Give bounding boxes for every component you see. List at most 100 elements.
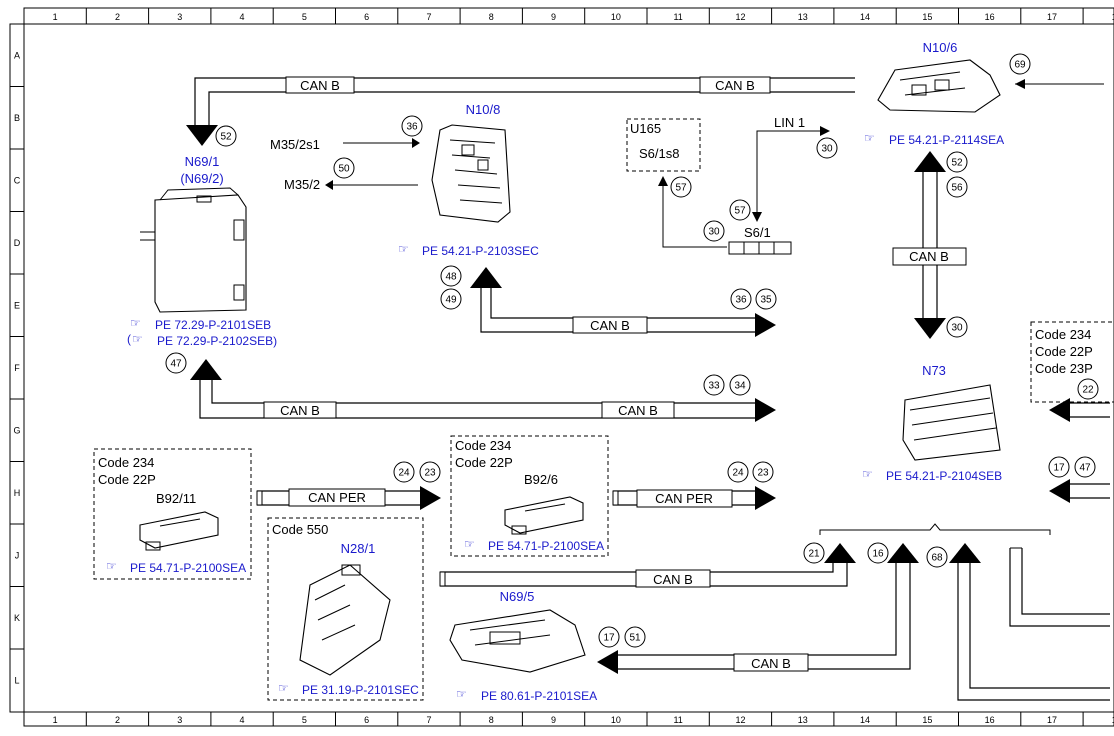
grid-row-label: B <box>14 113 20 123</box>
connection-number: 47 <box>170 359 182 370</box>
connection-number: 57 <box>675 183 687 194</box>
connection-circle <box>729 199 751 221</box>
arrow-up-icon <box>887 543 919 563</box>
connection-number: 36 <box>735 295 747 306</box>
connection-circle <box>730 288 752 310</box>
grid-column-label: 3 <box>177 715 182 725</box>
bus-label: CAN B <box>300 78 340 93</box>
code-label: Code 22P <box>98 472 156 487</box>
can-b-top-bus: CAN B CAN B <box>186 76 855 146</box>
component-n73: N73 ☞ PE 54.21-P-2104SEB <box>862 363 1002 483</box>
connection-number: 36 <box>406 122 418 133</box>
signal-label: M35/2 <box>284 177 320 192</box>
reference-link[interactable]: PE 54.21-P-2114SEA <box>889 133 1004 147</box>
connection-circle <box>1077 378 1099 400</box>
hand-pointer-icon: ☞ <box>464 537 475 551</box>
code-label: Code 234 <box>1035 327 1091 342</box>
bus-label: CAN B <box>280 403 320 418</box>
component-id: U165 <box>630 121 661 136</box>
component-b92-6: Code 234 Code 22P B92/6 ☞ PE 54.71-P-210… <box>450 435 609 557</box>
connection-circle <box>816 137 838 159</box>
grid-column-label: 12 <box>735 12 745 22</box>
connection-circle <box>1048 456 1070 478</box>
hand-pointer-icon: ☞ <box>864 131 875 145</box>
hand-pointer-icon: ☞ <box>106 559 117 573</box>
connection-number: 52 <box>951 158 963 169</box>
grid-column-label: 5 <box>302 12 307 22</box>
hand-pointer-icon: ☞ <box>862 467 873 481</box>
hand-pointer-icon: ☞ <box>130 316 141 330</box>
component-sub: S6/1s8 <box>639 146 679 161</box>
reference-link[interactable]: PE 54.71-P-2100SEA <box>130 561 246 575</box>
connection-number: 50 <box>338 164 350 175</box>
reference-link[interactable]: PE 80.61-P-2101SEA <box>481 689 597 703</box>
connection-circle <box>803 542 825 564</box>
component-n69-5: N69/5 ☞ PE 80.61-P-2101SEA <box>449 589 597 703</box>
grid-row-label: D <box>14 238 21 248</box>
component-n10-8: N10/8 ☞ PE 54.21-P-2103SEC <box>398 102 539 258</box>
connection-circle <box>401 115 423 137</box>
component-n69-1: N69/1 (N69/2) ☞ PE 72.29-P-2101SEB ( ☞ P… <box>127 154 277 348</box>
component-b92-11: Code 234 Code 22P B92/11 ☞ PE 54.71-P-21… <box>93 448 252 580</box>
grid-column-label: 17 <box>1047 715 1057 725</box>
connection-number: 49 <box>445 295 457 306</box>
component-id: N69/5 <box>500 589 535 604</box>
can-b-n69-5-bus: CAN B <box>597 543 919 674</box>
grid-column-label: 8 <box>489 12 494 22</box>
arrow-right-icon <box>755 313 776 337</box>
connection-circle <box>598 626 620 648</box>
grid-column-label: 9 <box>551 12 556 22</box>
arrow-right-icon <box>755 486 776 510</box>
grid-column-label: 3 <box>177 12 182 22</box>
connection-number: 34 <box>734 381 746 392</box>
arrow-left-icon <box>597 650 618 674</box>
arrow-down-icon <box>752 212 762 222</box>
connection-number: 22 <box>1082 385 1094 396</box>
grid-column-label: 14 <box>860 715 870 725</box>
grid-column-label: 7 <box>426 12 431 22</box>
code-label: Code 23P <box>1035 361 1093 376</box>
connection-number: 16 <box>872 549 884 560</box>
reference-link[interactable]: PE 54.71-P-2100SEA <box>488 539 604 553</box>
connection-circle <box>419 461 441 483</box>
arrow-left-icon <box>1015 79 1025 89</box>
bus-label: CAN B <box>653 572 693 587</box>
grid-column-label: 1 <box>53 715 58 725</box>
grid-column-label: 6 <box>364 12 369 22</box>
reference-link[interactable]: PE 54.21-P-2104SEB <box>886 469 1002 483</box>
component-id: B92/11 <box>156 491 196 506</box>
grid-column-label: 1 <box>1112 12 1114 22</box>
reference-link[interactable]: PE 31.19-P-2101SEC <box>302 683 419 697</box>
bus-68 <box>949 543 1110 701</box>
signal-label: M35/2s1 <box>270 137 320 152</box>
grid-column-label: 17 <box>1047 12 1057 22</box>
component-id: N28/1 <box>341 541 376 556</box>
reference-link[interactable]: PE 54.21-P-2103SEC <box>422 244 539 258</box>
can-per-bus-2: CAN PER <box>612 486 776 510</box>
connection-number: 48 <box>445 272 457 283</box>
connection-number: 23 <box>424 468 436 479</box>
connection-number: 21 <box>808 549 820 560</box>
connection-number: 69 <box>1014 60 1026 71</box>
component-n28-1: Code 550 N28/1 ☞ PE 31.19-P-2101SEC <box>267 517 424 701</box>
arrow-right-icon <box>420 486 441 510</box>
bus-label: CAN B <box>590 318 630 333</box>
hand-pointer-icon: ☞ <box>132 332 143 346</box>
reference-link[interactable]: PE 72.29-P-2101SEB <box>155 318 271 332</box>
connection-number: 24 <box>732 468 744 479</box>
reference-link[interactable]: PE 72.29-P-2102SEB) <box>157 334 277 348</box>
arrow-right-icon <box>412 138 420 148</box>
connection-circle <box>867 542 889 564</box>
bus-bracket <box>819 523 1051 535</box>
connection-circle <box>755 288 777 310</box>
can-b-vertical-bus: CAN B <box>892 151 967 339</box>
connection-number: 35 <box>760 295 772 306</box>
arrow-up-icon <box>470 267 502 288</box>
grid-row-label: H <box>14 488 21 498</box>
right-code-box: Code 234 Code 22P Code 23P <box>1030 321 1114 503</box>
bus-label: CAN PER <box>655 491 713 506</box>
grid-column-label: 15 <box>922 12 932 22</box>
